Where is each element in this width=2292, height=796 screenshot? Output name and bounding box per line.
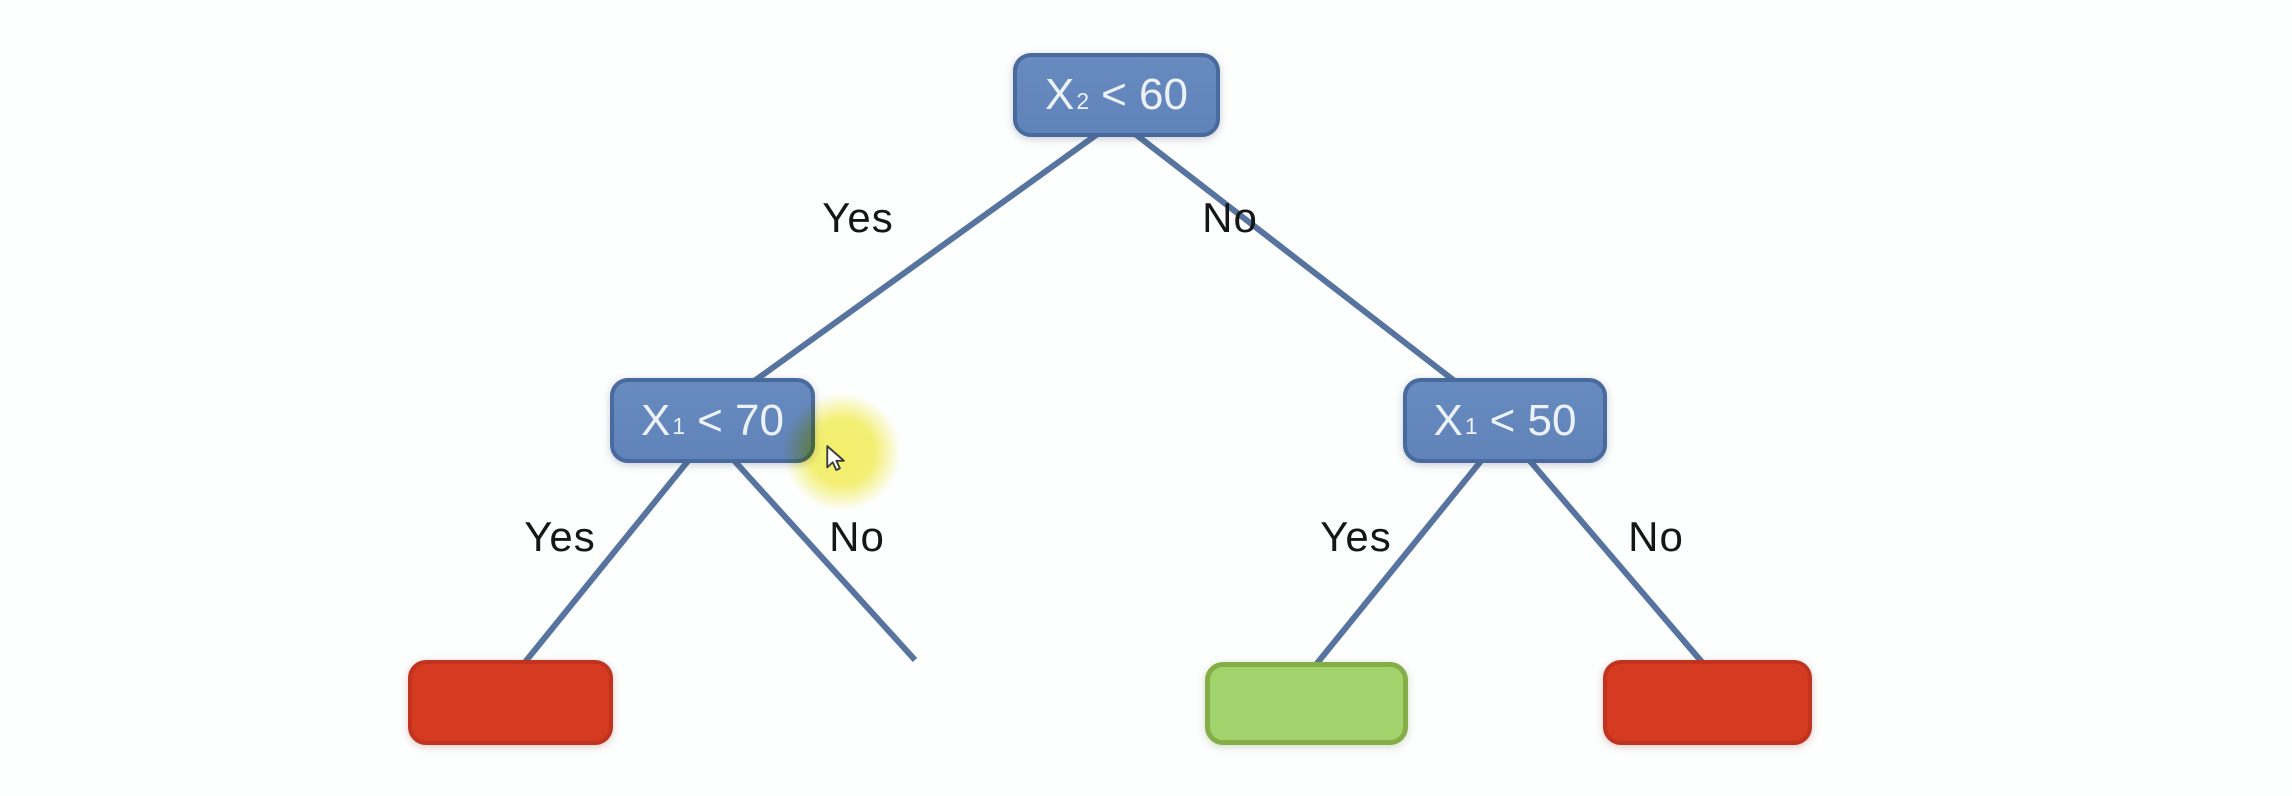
node-subscript: 1 (1464, 413, 1478, 440)
node-subscript: 2 (1076, 87, 1090, 114)
node-condition: < 70 (697, 395, 784, 445)
edge-right-yes (1307, 438, 1501, 674)
node-subscript: 1 (672, 413, 686, 440)
edge-root-no (1115, 117, 1507, 423)
branch-label-right-no: No (1628, 513, 1684, 560)
edge-root-yes (698, 117, 1119, 423)
node-condition: < 60 (1101, 70, 1188, 119)
branch-label-left-no: No (829, 513, 885, 560)
leaf-node-red-left (408, 660, 613, 745)
node-variable: X (1433, 395, 1463, 445)
leaf-node-green (1205, 662, 1408, 745)
branch-label-right-yes: Yes (1320, 513, 1392, 560)
node-variable: X (641, 395, 671, 445)
branch-label-left-yes: Yes (524, 513, 596, 560)
edge-left-no (717, 442, 918, 663)
edge-left-yes (514, 438, 708, 674)
branch-label-root-yes: Yes (822, 194, 894, 241)
edge-right-no (1509, 438, 1710, 670)
node-condition: < 50 (1489, 395, 1577, 445)
branch-label-root-no: No (1202, 194, 1258, 241)
node-variable: X (1045, 70, 1075, 119)
leaf-node-red-right (1603, 660, 1812, 745)
